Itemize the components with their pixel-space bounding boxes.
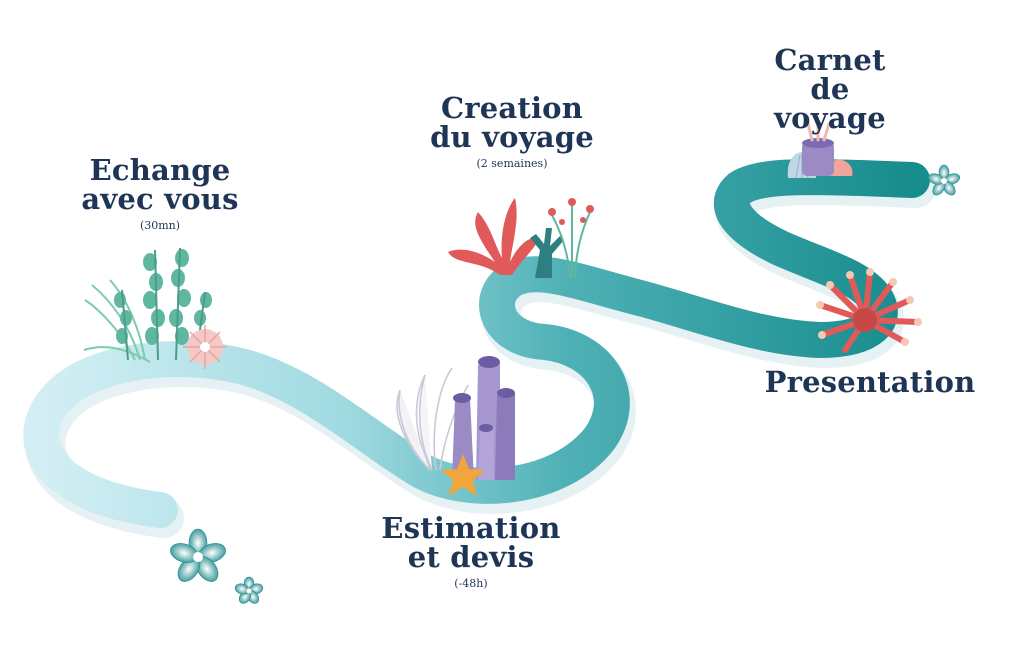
- anemone-icon: [816, 268, 922, 353]
- fan-coral-icon: [396, 367, 469, 471]
- flower-icon: [170, 528, 226, 582]
- step-duration: (2 semaines): [476, 157, 548, 170]
- step-label-estimation: Estimation et devis (-48h): [376, 511, 566, 590]
- step-title-line1: Carnet: [774, 43, 886, 77]
- seaweed-icon: [83, 247, 212, 363]
- red-seagrass-icon: [548, 198, 594, 279]
- tube-sponge-icon: [452, 356, 515, 480]
- step-title-line1: Echange: [89, 153, 231, 187]
- flower-icon: [927, 164, 961, 196]
- step-duration: (-48h): [454, 577, 488, 590]
- step-title-line2: et devis: [407, 540, 535, 574]
- sea-urchin-icon: [183, 325, 227, 369]
- step-title-line2: avec vous: [81, 182, 239, 216]
- starfish-icon: [441, 454, 485, 496]
- step-title-line2: du voyage: [430, 120, 594, 154]
- step-title-line1: Presentation: [764, 365, 976, 399]
- step-title-line1: Creation: [440, 91, 584, 125]
- flower-icon: [234, 576, 264, 604]
- red-coral-icon: [448, 198, 540, 275]
- step-label-presentation: Presentation: [760, 368, 980, 397]
- step-label-echange: Echange avec vous (30mn): [80, 153, 240, 232]
- step-label-creation: Creation du voyage (2 semaines): [420, 91, 604, 170]
- branch-coral-icon: [530, 228, 564, 278]
- step-title-line2: de voyage: [774, 72, 886, 135]
- step-label-carnet: Carnet de voyage: [750, 46, 910, 133]
- step-title-line1: Estimation: [381, 511, 561, 545]
- purple-sponge-icon: [802, 119, 834, 176]
- step-duration: (30mn): [139, 219, 181, 232]
